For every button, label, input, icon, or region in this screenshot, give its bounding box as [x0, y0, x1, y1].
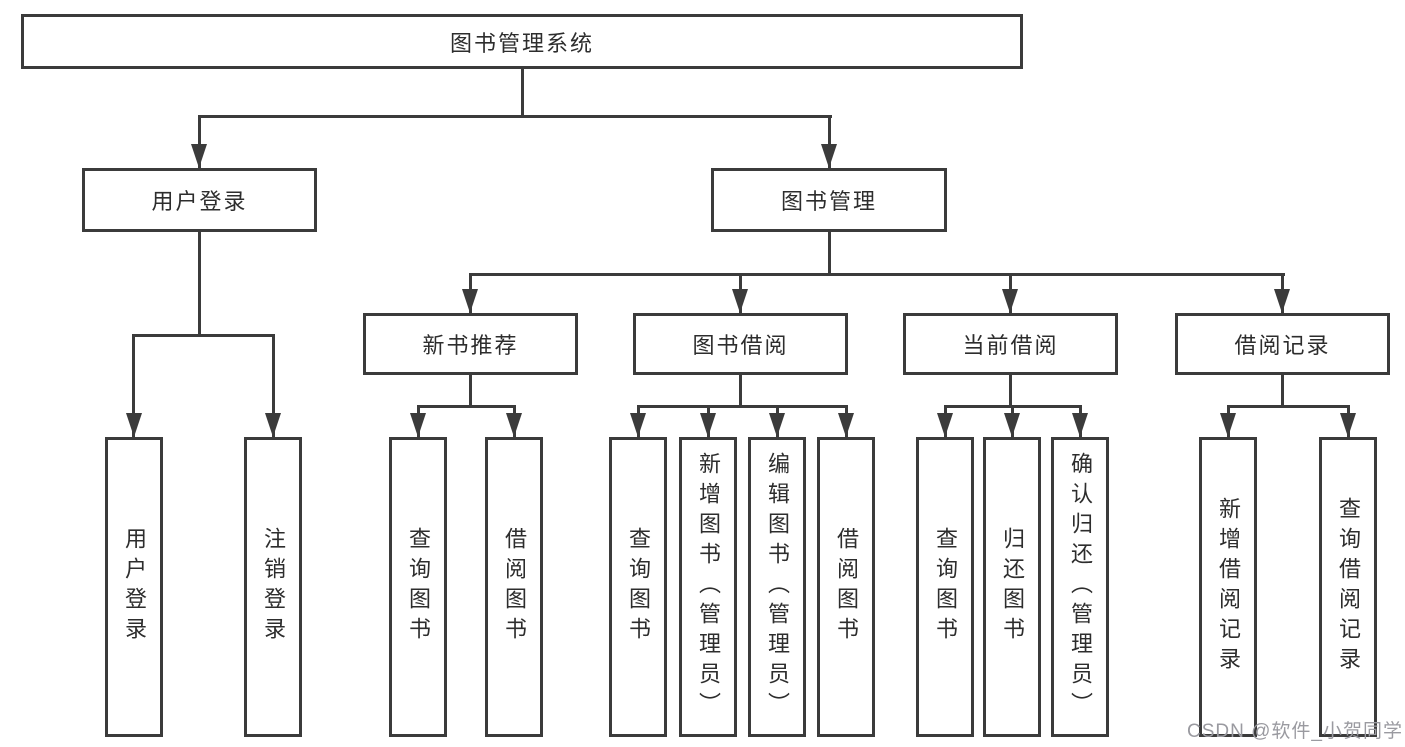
connector-group4-stub	[1281, 375, 1284, 408]
arrowhead-icon	[838, 413, 854, 437]
leaf-query-books-recommend: 查询图书	[389, 437, 447, 737]
arrowhead-icon	[506, 413, 522, 437]
leaf-query-borrow-record-label: 查询借阅记录	[1336, 497, 1361, 677]
arrowhead-icon	[1274, 289, 1290, 313]
arrowhead-icon	[462, 289, 478, 313]
leaf-query-books-current-label: 查询图书	[933, 527, 958, 647]
arrowhead-icon	[937, 413, 953, 437]
connector-group2-stub	[739, 375, 742, 408]
node-borrow-records: 借阅记录	[1175, 313, 1390, 375]
leaf-logout: 注销登录	[244, 437, 302, 737]
connector-login-leaf1	[132, 334, 135, 437]
leaf-borrow-books-recommend-label: 借阅图书	[502, 527, 527, 647]
connector-group3-stub	[1009, 375, 1012, 408]
connector-root-trunk	[521, 69, 524, 118]
node-book-management-branch: 图书管理	[711, 168, 947, 232]
leaf-borrow-books-borrow-label: 借阅图书	[834, 527, 859, 647]
leaf-borrow-books-borrow: 借阅图书	[817, 437, 875, 737]
leaf-borrow-books-recommend: 借阅图书	[485, 437, 543, 737]
connector-management-split	[469, 273, 1285, 276]
leaf-query-books-recommend-label: 查询图书	[406, 527, 431, 647]
arrowhead-icon	[769, 413, 785, 437]
node-new-book-recommend: 新书推荐	[363, 313, 578, 375]
connector-to-management	[828, 115, 831, 168]
leaf-add-borrow-record: 新增借阅记录	[1199, 437, 1257, 737]
connector-group1-stub	[469, 375, 472, 408]
connector-group1-split	[417, 405, 516, 408]
node-root: 图书管理系统	[21, 14, 1023, 69]
leaf-query-books-current: 查询图书	[916, 437, 974, 737]
leaf-add-books-admin: 新增图书（管理员）	[679, 437, 737, 737]
arrowhead-icon	[126, 413, 142, 437]
leaf-confirm-return-admin: 确认归还（管理员）	[1051, 437, 1109, 737]
arrowhead-icon	[1004, 413, 1020, 437]
leaf-add-borrow-record-label: 新增借阅记录	[1216, 497, 1241, 677]
arrowhead-icon	[191, 144, 207, 168]
connector-group2-split	[637, 405, 848, 408]
connector-to-login	[198, 115, 201, 168]
connector-login-leaf2	[272, 334, 275, 437]
arrowhead-icon	[1072, 413, 1088, 437]
connector-root-split	[198, 115, 832, 118]
leaf-return-books: 归还图书	[983, 437, 1041, 737]
connector-login-split	[132, 334, 275, 337]
csdn-watermark: CSDN @软件_小贺同学	[1187, 721, 1403, 742]
leaf-query-borrow-record: 查询借阅记录	[1319, 437, 1377, 737]
leaf-edit-books-admin: 编辑图书（管理员）	[748, 437, 806, 737]
leaf-logout-label: 注销登录	[261, 527, 286, 647]
arrowhead-icon	[732, 289, 748, 313]
leaf-return-books-label: 归还图书	[1000, 527, 1025, 647]
leaf-user-login-label: 用户登录	[122, 527, 147, 647]
arrowhead-icon	[700, 413, 716, 437]
connector-management-trunk	[828, 232, 831, 276]
node-current-borrow: 当前借阅	[903, 313, 1118, 375]
leaf-confirm-return-admin-label: 确认归还（管理员）	[1068, 452, 1093, 722]
leaf-user-login: 用户登录	[105, 437, 163, 737]
leaf-query-books-borrow-label: 查询图书	[626, 527, 651, 647]
arrowhead-icon	[410, 413, 426, 437]
node-book-borrow: 图书借阅	[633, 313, 848, 375]
arrowhead-icon	[265, 413, 281, 437]
arrowhead-icon	[630, 413, 646, 437]
connector-group4-split	[1227, 405, 1350, 408]
arrowhead-icon	[821, 144, 837, 168]
arrowhead-icon	[1002, 289, 1018, 313]
node-user-login-branch: 用户登录	[82, 168, 317, 232]
arrowhead-icon	[1340, 413, 1356, 437]
leaf-query-books-borrow: 查询图书	[609, 437, 667, 737]
leaf-edit-books-admin-label: 编辑图书（管理员）	[765, 452, 790, 722]
leaf-add-books-admin-label: 新增图书（管理员）	[696, 452, 721, 722]
connector-login-trunk	[198, 232, 201, 336]
arrowhead-icon	[1220, 413, 1236, 437]
